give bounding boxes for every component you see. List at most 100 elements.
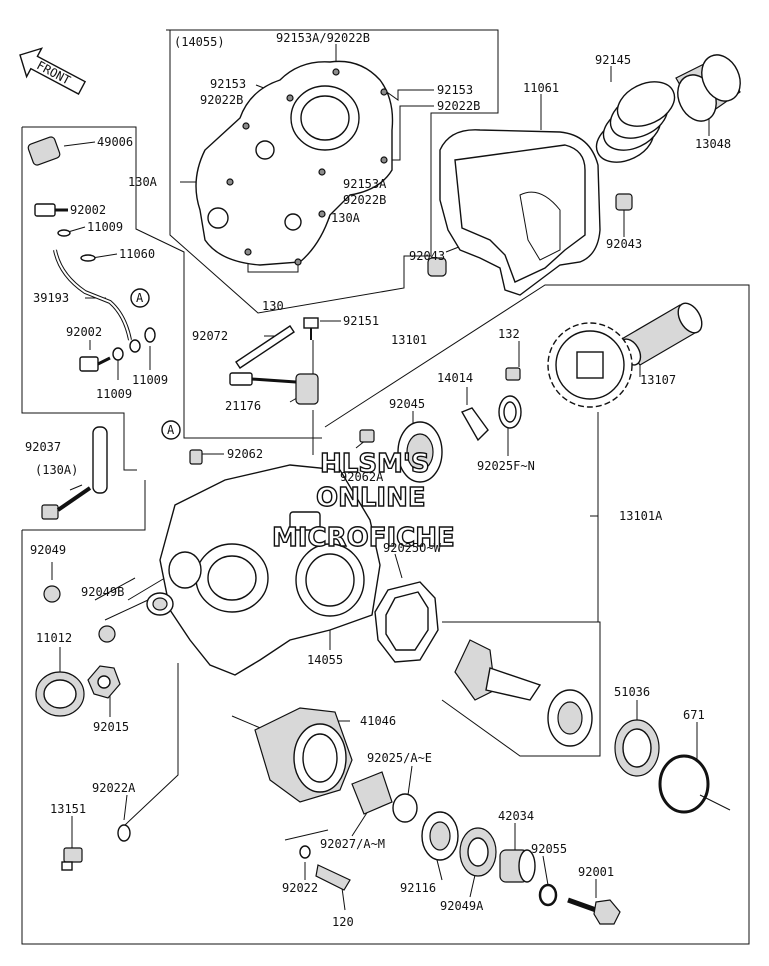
main-group-outline: [21, 284, 750, 945]
callout-92015: 92015: [93, 720, 129, 734]
cap-part: [35, 671, 85, 717]
washer-part-2: [98, 625, 116, 643]
spring-part: [595, 81, 676, 163]
cover-group-outline: [166, 29, 499, 314]
ref-a-marker-1: [130, 288, 150, 308]
callout-14014: 14014: [437, 371, 473, 385]
bolt-small-part: [505, 367, 521, 381]
washer-part-3: [117, 824, 131, 842]
pinion-group-outline: [441, 621, 601, 757]
oil-seal-part: [614, 719, 660, 777]
dowel-pin-part-2: [427, 257, 447, 277]
callout-92043-right: 92043: [606, 237, 642, 251]
bearing-small-part: [146, 592, 174, 616]
callout-92049A: 92049A: [440, 899, 484, 913]
callout-41046: 41046: [360, 714, 396, 728]
callout-92025O-W: 92025O~W: [383, 541, 442, 555]
cover-plate-part: [195, 60, 394, 266]
bolt-part-2: [567, 897, 621, 925]
callout-92062A: 92062A: [340, 470, 384, 484]
plug-part: [61, 847, 83, 871]
callout-11009-a: 11009: [87, 220, 123, 234]
shim-part: [498, 395, 522, 429]
callout-11060: 11060: [119, 247, 155, 261]
callout-42034: 42034: [498, 809, 534, 823]
collar-part: [351, 771, 393, 815]
nut-part: [87, 665, 121, 699]
callout-92153-tl: 92153: [210, 77, 246, 91]
callout-13107: 13107: [640, 373, 676, 387]
pin-part: [359, 429, 375, 443]
front-arrow-icon: FRONT: [19, 47, 87, 95]
group-outlines: [21, 29, 750, 945]
callout-13101: 13101: [391, 333, 427, 347]
cover-gasket-part: [374, 581, 439, 663]
housing-part: [254, 707, 353, 803]
bolt-group-outline: [22, 480, 146, 531]
callout-92151: 92151: [343, 314, 379, 328]
callout-92153A: 92153A: [343, 177, 387, 191]
callout-130A-right: 130A: [331, 211, 361, 225]
dowel-pin-part: [615, 193, 633, 211]
callout-92025F-N: 92025F~N: [477, 459, 535, 473]
callout-92055: 92055: [531, 842, 567, 856]
pinion-gear-part: [454, 639, 593, 747]
callout-92022B-tr: 92022B: [437, 99, 480, 113]
callout-671: 671: [683, 708, 705, 722]
callout-130: 130: [262, 299, 284, 313]
callout-92022B-tl: 92022B: [200, 93, 243, 107]
callout-14055: 14055: [307, 653, 343, 667]
o-ring-part-2: [538, 883, 558, 907]
callout-11009-c: 11009: [132, 373, 168, 387]
callout-14055-paren: (14055): [174, 35, 225, 49]
callout-92145: 92145: [595, 53, 631, 67]
callout-11061: 11061: [523, 81, 559, 95]
callout-92043-center: 92043: [409, 249, 445, 263]
callout-92116: 92116: [400, 881, 436, 895]
callout-120: 120: [332, 915, 354, 929]
callout-92022B-right: 92022B: [343, 193, 386, 207]
callout-51036: 51036: [614, 685, 650, 699]
watermark-line-1: HLSM'S: [320, 449, 430, 479]
callout-11009-b: 11009: [96, 387, 132, 401]
sensor-part: [229, 317, 319, 405]
callout-92062: 92062: [227, 447, 263, 461]
callout-92025-A-E: 92025/A~E: [367, 751, 432, 765]
shim-part-2: [392, 793, 418, 823]
callout-13101A: 13101A: [619, 509, 663, 523]
coupling-part: [499, 849, 536, 883]
gear-ring-part: [675, 54, 741, 122]
front-arrow-label: FRONT: [34, 58, 72, 87]
callout-21176: 21176: [225, 399, 261, 413]
callout-labels: (14055) 92153A/92022B 92153 92022B 92153…: [25, 31, 731, 929]
bearing-part: [397, 421, 443, 483]
callout-92022: 92022: [282, 881, 318, 895]
ref-a-marker-2: [161, 420, 181, 440]
callout-92022A: 92022A: [92, 781, 136, 795]
callout-13048: 13048: [695, 137, 731, 151]
watermark-line-3: MICROFICHE: [272, 523, 455, 553]
callout-49006: 49006: [97, 135, 133, 149]
callout-92049B: 92049B: [81, 585, 124, 599]
bracket-part: [460, 407, 489, 442]
callout-39193: 39193: [33, 291, 69, 305]
callout-92027-A-M: 92027/A~M: [320, 837, 385, 851]
watermark: HLSM'S ONLINE MICROFICHE: [271, 448, 455, 553]
shaft-part: [618, 302, 703, 366]
callout-92037: 92037: [25, 440, 61, 454]
callout-ref-A-2: A: [167, 423, 175, 437]
tie-band-part: [235, 325, 295, 369]
ring-gear-part: [547, 322, 633, 408]
callout-130A-left: 130A: [128, 175, 158, 189]
callout-92045: 92045: [389, 397, 425, 411]
o-ring-part: [658, 754, 710, 814]
gasket-part: [439, 129, 601, 296]
callout-92153A-92022B: 92153A/92022B: [276, 31, 370, 45]
clamp-part: [92, 426, 108, 494]
left-group-outline: [21, 127, 137, 471]
bearing-part-3: [459, 827, 497, 877]
callout-92002-b: 92002: [66, 325, 102, 339]
callout-130A-paren: (130A): [35, 463, 78, 477]
pin-part-2: [189, 449, 203, 465]
